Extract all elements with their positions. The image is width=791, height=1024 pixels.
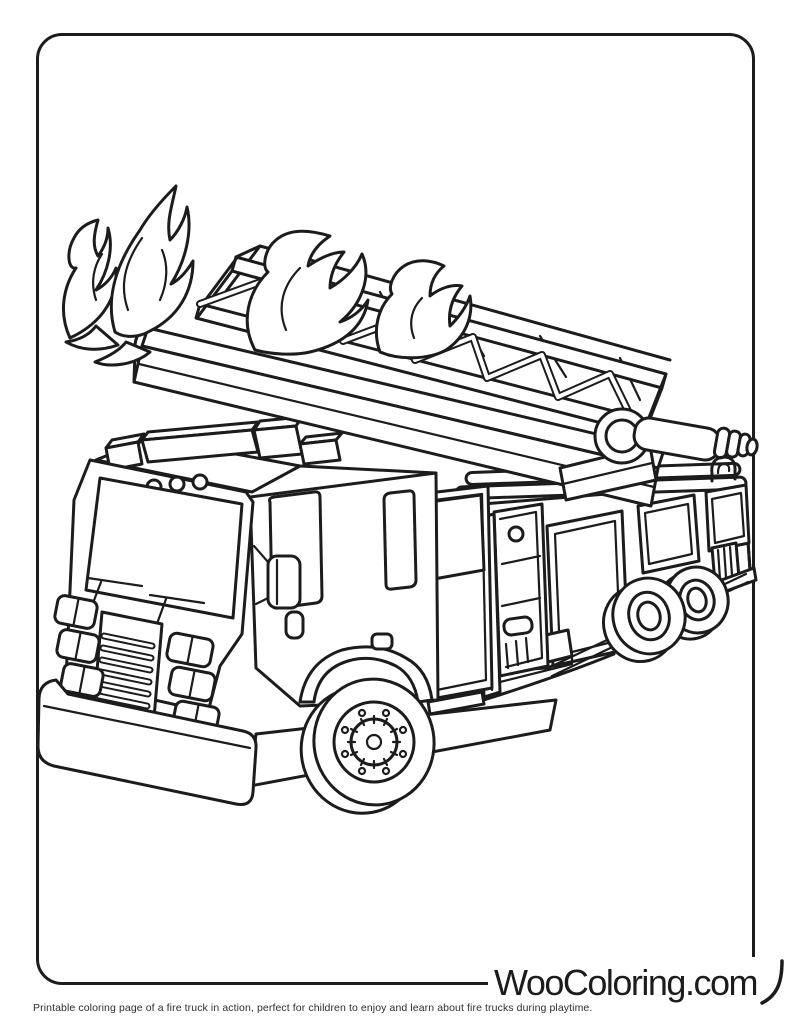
brand-logo: WooColoring.com — [488, 957, 784, 1009]
page-border-frame — [36, 33, 755, 985]
brand-swoosh-icon — [760, 959, 784, 1005]
caption-text: Printable coloring page of a fire truck … — [33, 1002, 593, 1014]
brand-text: WooColoring.com — [494, 962, 758, 1003]
